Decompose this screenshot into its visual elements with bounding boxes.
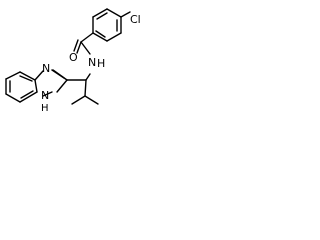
benzo-ring <box>5 71 38 103</box>
imidazole-bond-3 <box>34 79 38 93</box>
carbonyl-bond-1 <box>76 41 82 54</box>
c-cl-bond <box>120 11 131 18</box>
benzo-bond-4 <box>5 93 21 103</box>
ring-bond-1 <box>92 8 108 18</box>
carbonyl-nitrogen-bond <box>80 41 91 55</box>
ring-double-bond-3 <box>95 30 106 38</box>
oxygen-label: O <box>69 51 78 64</box>
chlorine-label: Cl <box>130 13 141 26</box>
methine-isopropyl-bond <box>84 79 87 97</box>
ring-bond-5 <box>92 32 108 42</box>
isopropyl-methyl-bond-2 <box>84 95 99 105</box>
ring-nitrogen-label: N <box>42 62 50 75</box>
imidazole-bond-2 <box>34 70 44 81</box>
ring-double-bond-1 <box>96 12 108 20</box>
structure-canvas: O N H Cl N N H <box>0 0 153 123</box>
imidazole-ring <box>34 69 68 97</box>
chlorophenyl-ring <box>92 8 122 42</box>
ring-nh-hydrogen-label: H <box>41 103 49 114</box>
imidazole-bond-4 <box>42 91 53 97</box>
ring-bond-2 <box>106 8 122 18</box>
benzo-double-bond-3 <box>20 90 34 99</box>
benzo-double-bond-1 <box>19 75 33 82</box>
amide-nitrogen-label: N <box>88 56 96 69</box>
molecule-structure: O N H Cl N N H <box>5 8 141 114</box>
benzo-bond-1 <box>19 71 36 81</box>
carbonyl-bond-2 <box>73 39 79 52</box>
ring-nh-nitrogen-label: N <box>41 89 49 102</box>
imidazole-double-bond <box>51 69 65 79</box>
isopropyl-methyl-bond-1 <box>71 95 86 105</box>
ring-bond-4 <box>106 32 122 42</box>
aryl-carbonyl-bond <box>80 32 94 43</box>
benzo-bond-2 <box>5 71 21 80</box>
nitrogen-methine-bond <box>85 73 91 81</box>
amide-hydrogen-label: H <box>97 57 105 70</box>
imidazole-bond-5 <box>56 79 68 93</box>
benzo-bond-5 <box>19 91 38 103</box>
